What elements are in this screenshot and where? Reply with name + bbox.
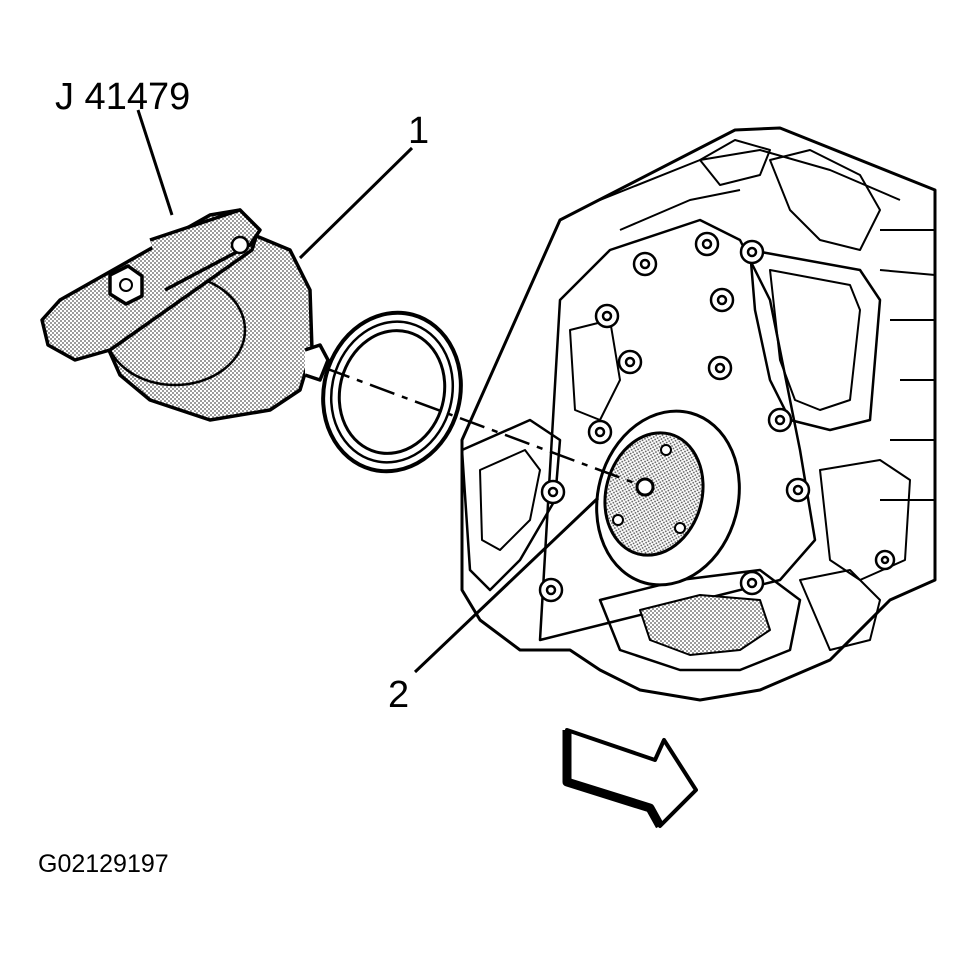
cover-bolts	[538, 231, 896, 603]
leader-lines	[136, 109, 600, 674]
front-direction-arrow	[562, 728, 698, 829]
crankshaft-flange	[595, 409, 741, 587]
crankshaft-seal	[321, 310, 463, 474]
figure-id: G02129197	[38, 850, 169, 878]
alignment-centerline	[324, 366, 641, 487]
callout-1: 1	[408, 110, 430, 152]
seal-installer-tool	[40, 208, 330, 422]
callout-2: 2	[388, 674, 410, 716]
engine-block	[460, 126, 937, 702]
tool-number-label: J 41479	[55, 76, 191, 118]
